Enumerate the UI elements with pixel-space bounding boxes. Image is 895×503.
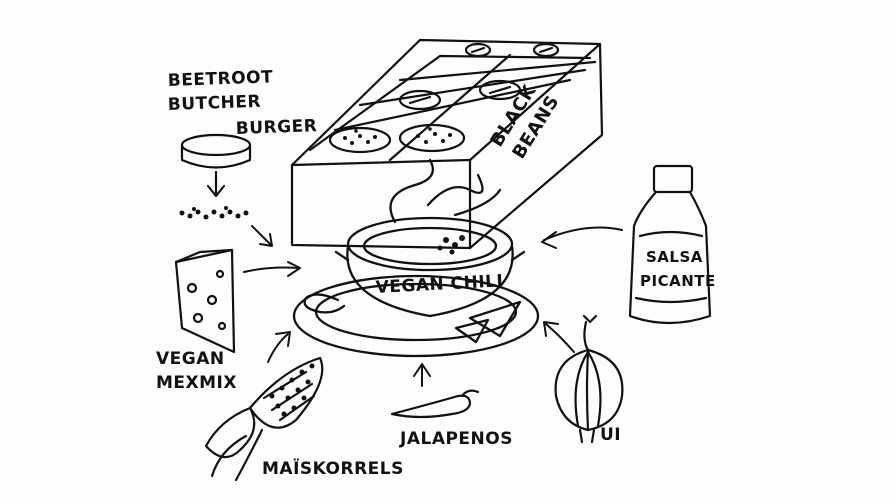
- chili-bowl-icon: [292, 158, 540, 358]
- arrow-onion-to-bowl: [543, 321, 575, 353]
- jalapenos-label: JALAPENOS: [399, 429, 513, 449]
- arrow-corn-to-bowl: [267, 331, 291, 363]
- onion-icon: [554, 314, 624, 444]
- black-beans-tray-icon: [290, 38, 604, 250]
- arrow-crumble-to-bowl: [251, 225, 273, 247]
- cheese-label-1: VEGAN: [156, 349, 225, 369]
- crumble-dots: [179, 206, 249, 220]
- burger-label-3: BURGER: [235, 116, 317, 139]
- salsa-label-1: SALSA: [646, 248, 703, 266]
- burger-patty-icon: [180, 133, 252, 198]
- chili-chunks: [437, 235, 465, 255]
- burger-label-2: BUTCHER: [167, 92, 261, 115]
- cheese-label-2: MEXMIX: [156, 373, 237, 393]
- beans-dots: [343, 127, 452, 145]
- corn-label: MAÏSKORRELS: [262, 457, 404, 479]
- salsa-label-2: PICANTE: [640, 272, 716, 290]
- vegan-chili-label: VEGAN CHILI: [375, 271, 504, 298]
- jalapeno-pepper-icon: [390, 389, 480, 419]
- onion-label: UI: [600, 425, 621, 445]
- corn-cob-icon: [204, 356, 324, 482]
- arrow-cheese-to-bowl: [243, 261, 301, 277]
- arrow-salsa-to-bowl: [541, 226, 623, 249]
- arrow-jalapeno-to-bowl: [413, 363, 431, 387]
- burger-label-1: BEETROOT: [167, 67, 273, 91]
- cheese-block-icon: [174, 248, 236, 354]
- corn-kernels: [269, 363, 315, 417]
- salsa-bottle-icon: [628, 164, 712, 325]
